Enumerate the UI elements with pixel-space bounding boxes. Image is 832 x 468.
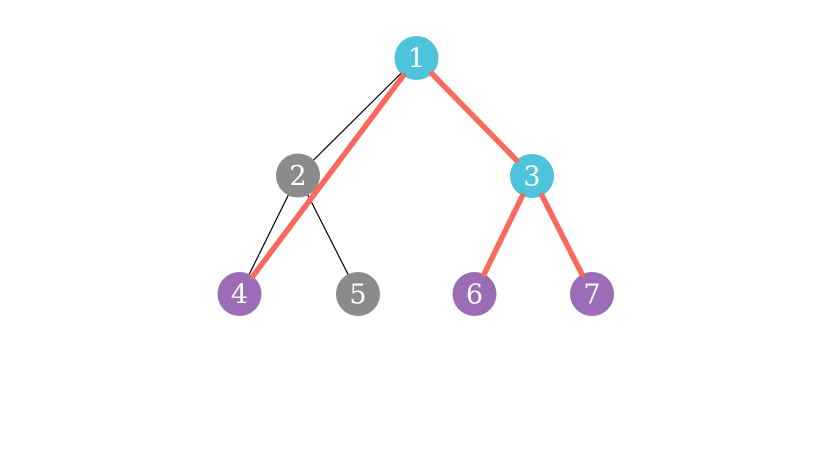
thick-edges bbox=[249, 70, 585, 280]
node-label-4: 4 bbox=[231, 279, 248, 310]
graph-node-5 bbox=[336, 272, 380, 316]
node-label-5: 5 bbox=[349, 279, 366, 310]
graph-edge-3-7 bbox=[539, 192, 585, 278]
graph-node-1 bbox=[394, 36, 439, 80]
node-label-7: 7 bbox=[583, 279, 600, 310]
graph-edge-1-4 bbox=[249, 72, 407, 280]
node-labels: 1 2 3 4 5 6 7 bbox=[231, 43, 601, 310]
graph-node-2 bbox=[276, 153, 320, 198]
node-label-6: 6 bbox=[466, 279, 483, 310]
node-label-2: 2 bbox=[289, 161, 306, 192]
graph-edge-1-2 bbox=[297, 57, 418, 177]
graph-nodes bbox=[217, 36, 614, 316]
graph-edge-2-4 bbox=[238, 174, 299, 295]
graph-node-4 bbox=[217, 272, 262, 316]
graph-node-6 bbox=[452, 272, 497, 316]
thin-edges bbox=[238, 57, 418, 295]
node-label-1: 1 bbox=[408, 43, 425, 74]
node-label-3: 3 bbox=[523, 161, 540, 192]
graph-node-3 bbox=[510, 154, 554, 198]
graph-edge-1-3 bbox=[429, 70, 520, 164]
graph-node-7 bbox=[570, 272, 614, 316]
graph-edge-3-6 bbox=[481, 193, 526, 277]
graph-edge-2-5 bbox=[297, 174, 359, 295]
